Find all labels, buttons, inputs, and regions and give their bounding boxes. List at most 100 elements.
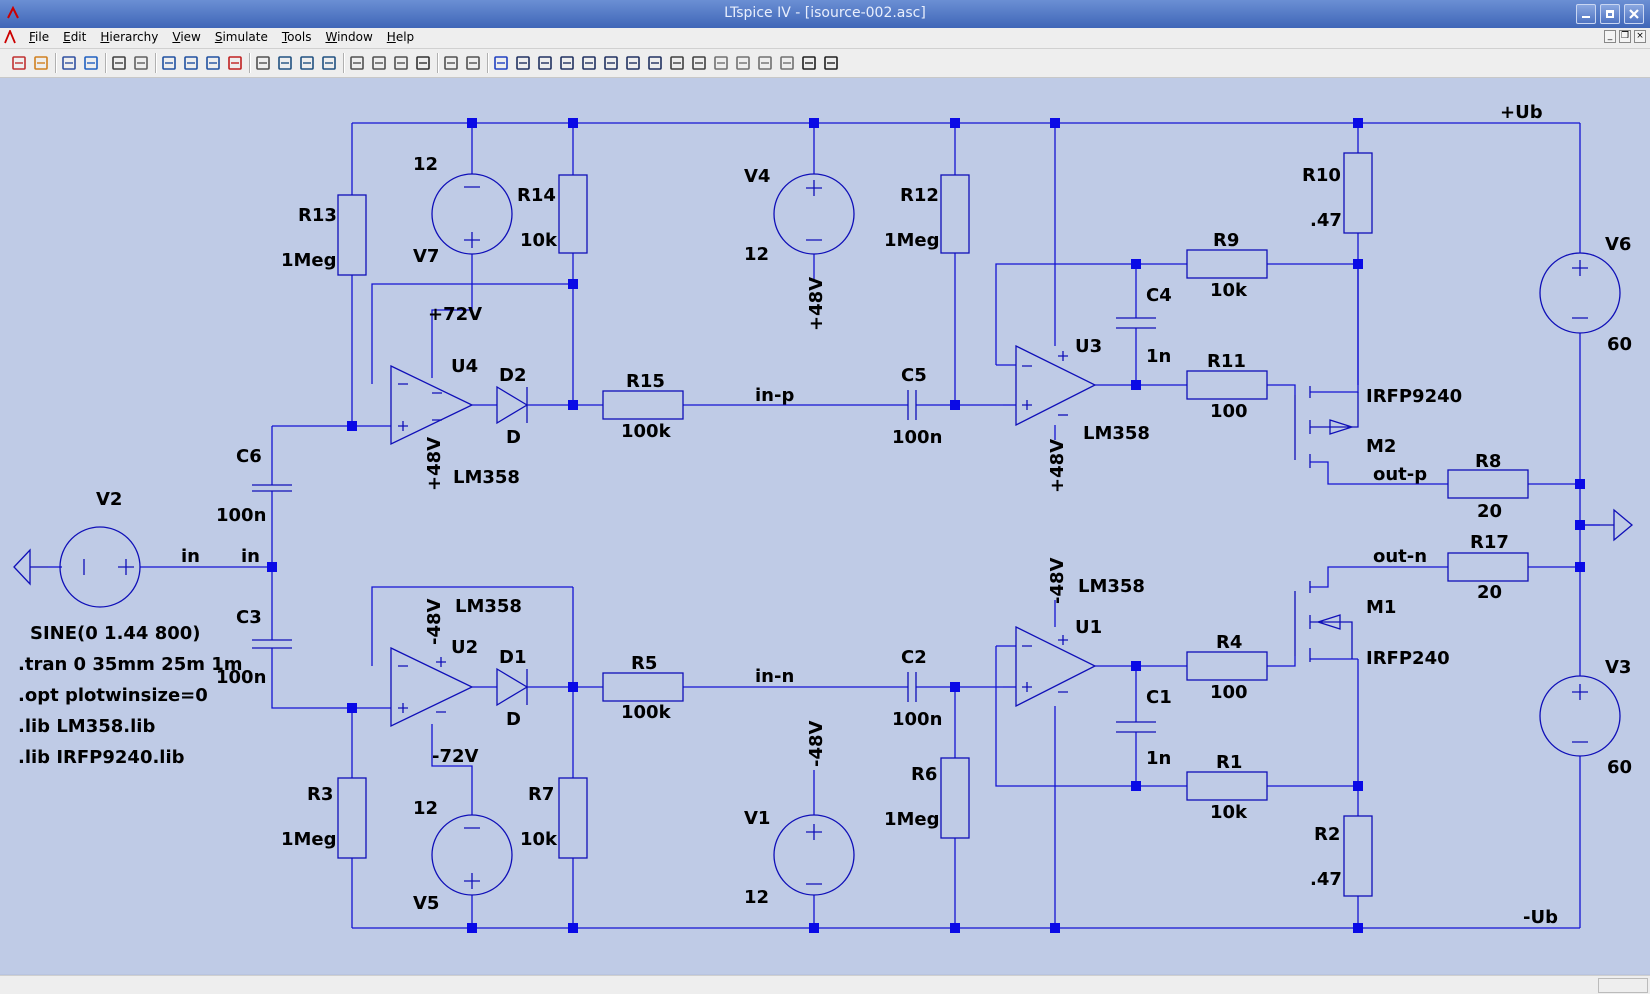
toolbar-separator [249, 53, 251, 73]
minimize-button[interactable] [1576, 4, 1596, 24]
drag-icon[interactable] [690, 54, 708, 72]
wire-icon[interactable] [492, 54, 510, 72]
menu-edit[interactable]: Edit [63, 30, 87, 44]
v5-value: 12 [413, 798, 438, 819]
print-icon[interactable] [464, 54, 482, 72]
component-icon[interactable] [646, 54, 664, 72]
u3-value: LM358 [1083, 423, 1150, 444]
undo-icon[interactable] [712, 54, 730, 72]
v1-name: V1 [744, 808, 770, 829]
mdi-close-button[interactable]: × [1634, 30, 1646, 43]
c4-value: 1n [1146, 346, 1171, 367]
spice-directive-icon[interactable] [822, 54, 840, 72]
menu-window[interactable]: Window [325, 30, 373, 44]
wires [48, 122, 1600, 929]
d2-name: D2 [499, 365, 526, 386]
v6-value: 60 [1607, 334, 1632, 355]
document-menu-icon[interactable] [4, 30, 16, 44]
status-panel [1598, 978, 1648, 993]
ltspice-app-icon[interactable] [6, 6, 20, 20]
u1-name: U1 [1075, 617, 1102, 638]
run-icon[interactable] [110, 54, 128, 72]
net-label-in-right: in [241, 546, 260, 567]
c3-name: C3 [236, 607, 262, 628]
capacitor-icon[interactable] [580, 54, 598, 72]
text-icon[interactable] [800, 54, 818, 72]
new-schematic-icon[interactable] [10, 54, 28, 72]
r17-name: R17 [1470, 532, 1509, 553]
r12-name: R12 [900, 185, 939, 206]
u4-value: LM358 [453, 467, 520, 488]
print-setup-icon[interactable] [442, 54, 460, 72]
v3-name: V3 [1605, 657, 1631, 678]
title-bar: LTspice IV - [isource-002.asc] [0, 0, 1650, 28]
net-label-minus-ub: -Ub [1523, 907, 1558, 928]
junctions [267, 118, 1585, 933]
components [13, 152, 1634, 897]
v5-name: V5 [413, 893, 439, 914]
maximize-button[interactable] [1600, 4, 1620, 24]
paste-icon[interactable] [392, 54, 410, 72]
schematic-canvas[interactable]: R13 1Meg R14 10k R12 1Meg R10 .47 R9 10k… [0, 78, 1650, 974]
r11-name: R11 [1207, 351, 1246, 372]
r6-name: R6 [911, 764, 937, 785]
mdi-minimize-button[interactable]: _ [1604, 30, 1616, 43]
schematic[interactable]: R13 1Meg R14 10k R12 1Meg R10 .47 R9 10k… [0, 78, 1650, 974]
ground-icon[interactable] [514, 54, 532, 72]
r12-value: 1Meg [884, 230, 940, 251]
close-button[interactable] [1624, 4, 1644, 24]
toolbar-separator [343, 53, 345, 73]
menu-bar: File Edit Hierarchy View Simulate Tools Window… [0, 28, 1650, 49]
v4-value: 12 [744, 244, 769, 265]
net-label-out-p: out-p [1373, 464, 1427, 485]
inductor-icon[interactable] [602, 54, 620, 72]
v3-value: 60 [1607, 757, 1632, 778]
find-icon[interactable] [414, 54, 432, 72]
cut-icon[interactable] [348, 54, 366, 72]
zoom-in-icon[interactable] [160, 54, 178, 72]
r5-value: 100k [621, 702, 672, 723]
menu-help[interactable]: Help [386, 30, 415, 44]
r9-name: R9 [1213, 230, 1239, 251]
r10-name: R10 [1302, 165, 1341, 186]
control-panel-icon[interactable] [82, 54, 100, 72]
net-label-plus48-v4: +48V [806, 277, 827, 331]
resistor-icon[interactable] [558, 54, 576, 72]
m1-value: IRFP240 [1366, 648, 1450, 669]
toolbar-separator [437, 53, 439, 73]
diode-icon[interactable] [624, 54, 642, 72]
zoom-fit-icon[interactable] [226, 54, 244, 72]
net-label-minus48-u1: -48V [1047, 557, 1068, 604]
d1-value: D [506, 709, 521, 730]
r1-value: 10k [1210, 802, 1248, 823]
r4-value: 100 [1210, 682, 1248, 703]
rotate-icon[interactable] [756, 54, 774, 72]
open-icon[interactable] [32, 54, 50, 72]
menu-view[interactable]: View [172, 30, 201, 44]
mirror-icon[interactable] [778, 54, 796, 72]
u2-name: U2 [451, 637, 478, 658]
zoom-out-icon[interactable] [204, 54, 222, 72]
save-icon[interactable] [60, 54, 78, 72]
label-net-icon[interactable] [536, 54, 554, 72]
menu-hierarchy[interactable]: Hierarchy [100, 30, 159, 44]
halt-icon[interactable] [132, 54, 150, 72]
tile-horizontal-icon[interactable] [276, 54, 294, 72]
cascade-icon[interactable] [298, 54, 316, 72]
tile-vertical-icon[interactable] [254, 54, 272, 72]
redo-icon[interactable] [734, 54, 752, 72]
menu-tools[interactable]: Tools [281, 30, 312, 44]
menu-file[interactable]: File [29, 30, 50, 44]
menu-simulate[interactable]: Simulate [214, 30, 268, 44]
r13-value: 1Meg [281, 250, 337, 271]
zoom-pan-icon[interactable] [182, 54, 200, 72]
copy-icon[interactable] [370, 54, 388, 72]
close-window-icon[interactable] [320, 54, 338, 72]
r7-name: R7 [528, 784, 554, 805]
c1-value: 1n [1146, 748, 1171, 769]
v7-value: 12 [413, 154, 438, 175]
mdi-restore-button[interactable]: ❐ [1619, 30, 1631, 43]
move-icon[interactable] [668, 54, 686, 72]
v2-value: SINE(0 1.44 800) [30, 623, 201, 644]
net-label-plus72: +72V [428, 304, 482, 325]
